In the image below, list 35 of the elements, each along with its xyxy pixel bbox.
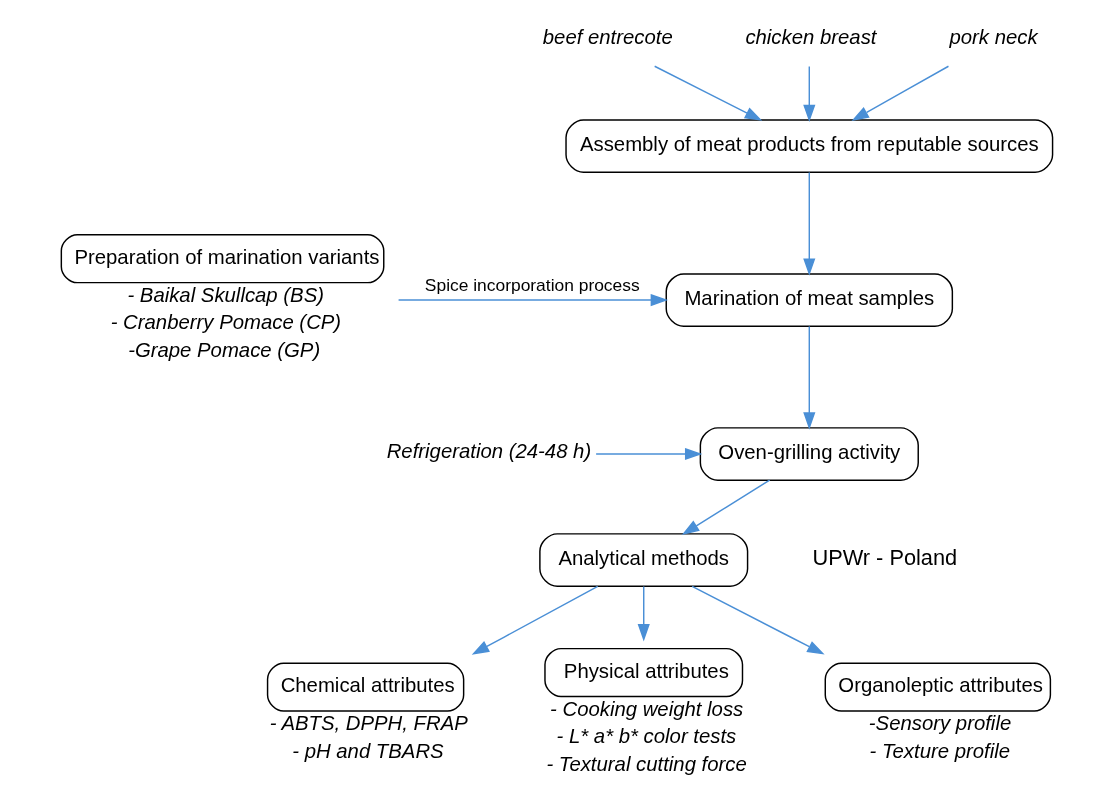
node-label: - pH and TBARS: [292, 739, 444, 762]
arrow: [691, 585, 825, 655]
node-box: Oven-grilling activity: [699, 427, 919, 481]
node-label: - Baikal Skullcap (BS): [127, 283, 324, 306]
node-text: Refrigeration (24-48 h): [386, 439, 592, 462]
node-text: chicken breast: [745, 26, 877, 49]
arrow: [803, 171, 816, 276]
node-label: - Cooking weight loss: [550, 697, 744, 720]
node-box: Organoleptic attributes: [824, 662, 1052, 712]
arrow: [595, 447, 703, 461]
edge-label: Spice incorporation process: [424, 274, 640, 295]
node-label: - L* a* b* color tests: [556, 725, 737, 748]
node-box: Analytical methods: [539, 533, 749, 587]
node-text: pork neck: [949, 26, 1038, 49]
arrow: [803, 65, 816, 123]
node-box: Chemical attributes: [266, 662, 465, 712]
arrow: [653, 65, 763, 121]
node-label: - Textural cutting force: [546, 752, 747, 775]
node-label: - Texture profile: [869, 739, 1011, 762]
node-text: beef entrecote: [542, 26, 673, 49]
arrow: [397, 293, 669, 307]
arrow: [851, 65, 950, 121]
label: UPWr - Poland: [812, 545, 958, 571]
node-label: -Sensory profile: [868, 712, 1012, 735]
arrow: [803, 325, 816, 430]
node-label: - ABTS, DPPH, FRAP: [269, 712, 468, 735]
arrow: [681, 479, 771, 535]
arrow: [471, 585, 599, 655]
arrow: [637, 585, 650, 642]
node-box: Preparation of marination variants: [60, 233, 385, 284]
node-label: -Grape Pomace (GP): [128, 338, 321, 361]
node-box: Assembly of meat products from reputable sources: [565, 119, 1054, 173]
node-box: Physical attributes: [544, 647, 744, 698]
node-box: Marination of meat samples: [665, 273, 954, 327]
node-label: - Cranberry Pomace (CP): [110, 311, 342, 334]
